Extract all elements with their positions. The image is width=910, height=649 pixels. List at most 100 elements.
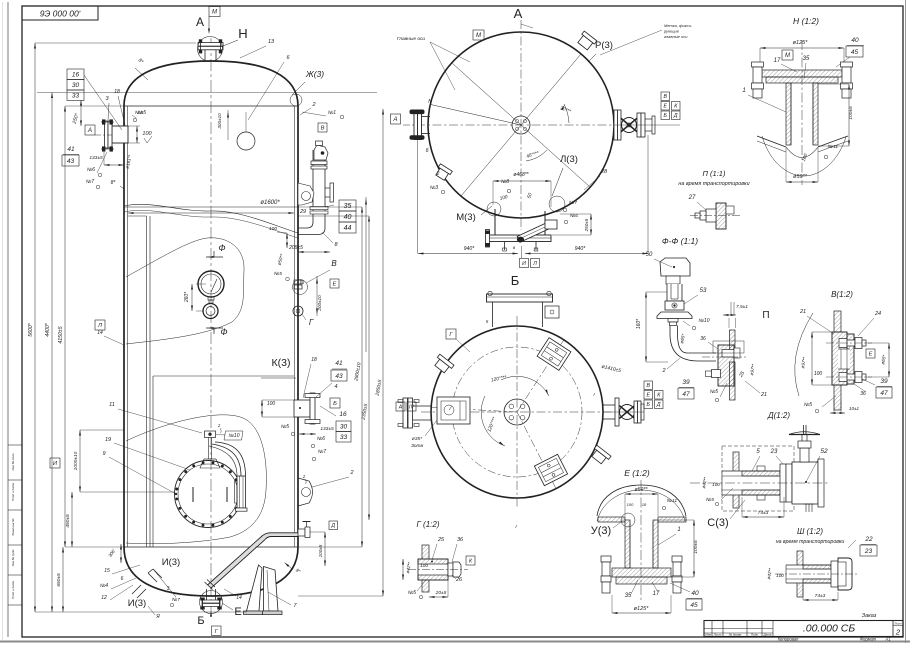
svg-text:А: А — [398, 404, 403, 410]
svg-text:17: 17 — [653, 591, 660, 597]
svg-text:Л: Л — [532, 261, 537, 267]
svg-text:№5: №5 — [138, 110, 146, 116]
svg-text:41: 41 — [67, 146, 75, 153]
svg-text:И(3): И(3) — [162, 557, 180, 568]
svg-text:40: 40 — [691, 590, 699, 597]
svg-text:IV: IV — [409, 404, 414, 410]
svg-text:50: 50 — [646, 252, 653, 258]
svg-text:Дата: Дата — [763, 633, 772, 637]
svg-text:36: 36 — [860, 391, 866, 397]
svg-text:Е: Е — [647, 393, 651, 399]
svg-text:Д: Д — [330, 523, 335, 529]
svg-text:К(3): К(3) — [272, 357, 291, 369]
svg-text:ø97**: ø97** — [800, 356, 807, 368]
svg-text:А: А — [514, 6, 523, 21]
svg-text:133±5: 133±5 — [89, 155, 103, 161]
svg-text:16: 16 — [72, 72, 80, 79]
svg-text:30: 30 — [72, 82, 80, 89]
svg-text:№6: №6 — [570, 213, 578, 219]
svg-text:16: 16 — [339, 411, 347, 418]
svg-text:М: М — [212, 10, 217, 16]
svg-text:650±5: 650±5 — [56, 573, 62, 587]
svg-text:33: 33 — [72, 93, 80, 100]
svg-text:Б: Б — [647, 402, 651, 408]
svg-text:3: 3 — [105, 96, 109, 102]
svg-text:250±5: 250±5 — [584, 218, 589, 232]
svg-text:100: 100 — [142, 131, 152, 137]
svg-text:940*: 940* — [575, 246, 587, 252]
svg-text:Л: Л — [97, 323, 102, 329]
svg-text:ø59**: ø59** — [793, 174, 808, 180]
svg-text:№5: №5 — [274, 271, 282, 277]
svg-text:Ф: Ф — [220, 327, 227, 337]
svg-text:Н (1:2): Н (1:2) — [793, 16, 819, 26]
svg-text:Д: Д — [673, 113, 678, 119]
svg-text:25: 25 — [437, 537, 445, 543]
svg-text:25: 25 — [738, 370, 747, 379]
svg-text:№10: №10 — [229, 433, 240, 439]
svg-text:7: 7 — [293, 603, 297, 609]
svg-text:№10: №10 — [699, 318, 710, 324]
svg-text:74±3: 74±3 — [815, 593, 826, 599]
svg-text:Б: Б — [197, 615, 204, 627]
svg-text:№11: №11 — [828, 144, 839, 150]
svg-text:36: 36 — [457, 537, 464, 543]
svg-text:Я: Я — [155, 614, 160, 620]
svg-text:У(3): У(3) — [591, 525, 611, 537]
svg-text:Ш (1:2): Ш (1:2) — [797, 527, 823, 536]
svg-text:14: 14 — [97, 330, 103, 336]
svg-text:И(3): И(3) — [128, 598, 146, 609]
svg-text:А1: А1 — [884, 637, 890, 642]
svg-text:ø59**: ø59** — [277, 253, 285, 266]
svg-text:6: 6 — [121, 576, 124, 582]
svg-text:Б: Б — [664, 113, 668, 119]
svg-text:2350±5: 2350±5 — [360, 403, 369, 421]
svg-text:Ф-Ф (1:1): Ф-Ф (1:1) — [662, 236, 698, 246]
svg-text:А: А — [87, 127, 92, 134]
svg-text:Г: Г — [309, 318, 314, 327]
svg-text:К: К — [469, 558, 473, 564]
svg-text:4150±5: 4150±5 — [58, 326, 64, 343]
svg-text:№11: №11 — [667, 498, 678, 504]
svg-text:Метки, фикси-: Метки, фикси- — [664, 23, 693, 28]
svg-text:100: 100 — [499, 194, 509, 202]
svg-text:I: I — [593, 392, 595, 397]
svg-text:36: 36 — [700, 336, 706, 342]
svg-text:ø59**: ø59** — [635, 487, 649, 493]
svg-text:29: 29 — [299, 209, 306, 215]
svg-text:№3: №3 — [430, 185, 438, 191]
svg-text:Лист: Лист — [713, 633, 722, 637]
svg-text:1: 1 — [677, 527, 680, 533]
svg-text:В: В — [664, 94, 668, 100]
svg-text:Е: Е — [333, 281, 337, 287]
svg-text:26: 26 — [455, 577, 463, 583]
svg-text:8*: 8* — [111, 180, 117, 186]
svg-text:100: 100 — [267, 401, 276, 407]
svg-text:В: В — [331, 259, 337, 268]
svg-text:N: N — [428, 99, 432, 105]
svg-text:№5: №5 — [710, 389, 718, 395]
svg-text:Взам инв №: Взам инв № — [11, 518, 15, 536]
svg-text:М: М — [476, 33, 481, 39]
svg-text:35: 35 — [625, 593, 632, 599]
svg-text:ø97**: ø97** — [749, 363, 756, 375]
svg-text:Г: Г — [449, 332, 453, 338]
svg-text:24: 24 — [874, 311, 881, 317]
svg-text:44: 44 — [344, 225, 352, 232]
svg-text:100: 100 — [801, 153, 808, 162]
svg-text:5600*: 5600* — [28, 322, 34, 337]
svg-text:Е (1:2): Е (1:2) — [624, 468, 650, 478]
svg-text:2: 2 — [349, 470, 353, 476]
svg-text:17: 17 — [774, 58, 781, 64]
svg-text:рующие: рующие — [663, 29, 680, 34]
svg-text:ø125*: ø125* — [793, 40, 809, 46]
svg-text:главные оси: главные оси — [664, 34, 688, 39]
svg-text:18: 18 — [311, 357, 317, 363]
svg-text:100: 100 — [814, 371, 823, 377]
svg-text:Г: Г — [215, 629, 219, 635]
svg-text:К: К — [657, 393, 661, 399]
svg-text:А: А — [196, 15, 204, 29]
svg-text:ø42**: ø42** — [701, 476, 708, 488]
svg-text:Лист: Лист — [893, 622, 902, 626]
svg-text:200±10: 200±10 — [317, 295, 322, 312]
